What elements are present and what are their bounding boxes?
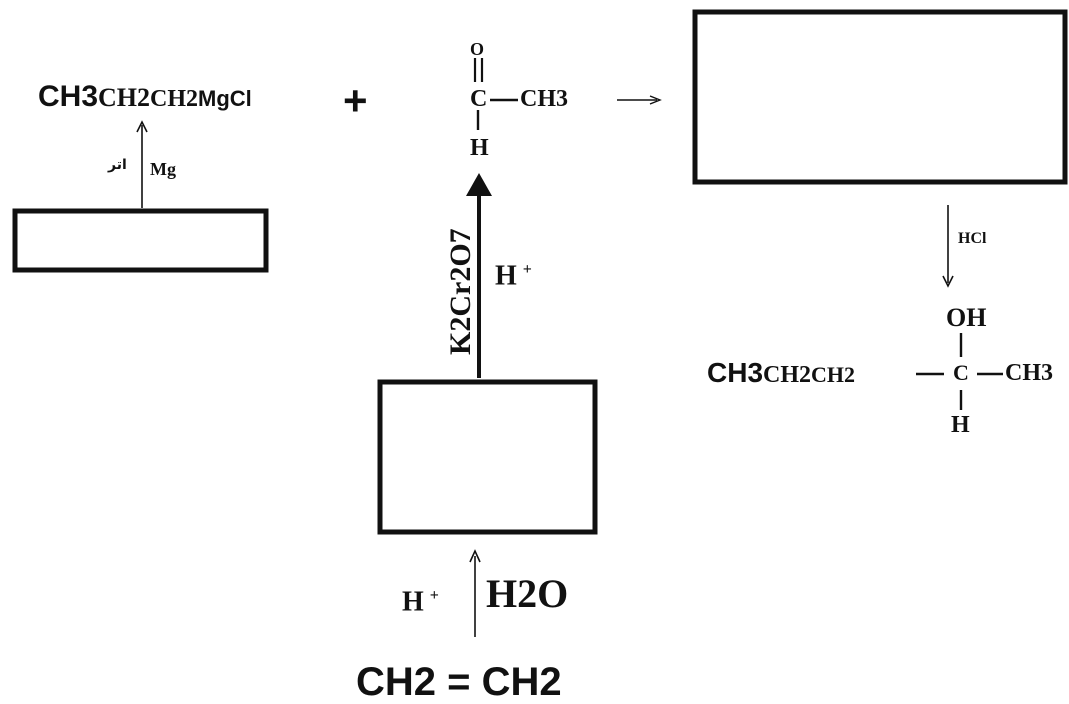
reagent-acid-oxidation-charge: + (522, 261, 532, 278)
reagent-water: H2O (486, 571, 569, 616)
reagent-ether: اتر (108, 156, 127, 172)
arrow-to-grignard-head (136, 120, 148, 133)
reagent-magnesium: Mg (150, 159, 176, 179)
arrow-to-ethanol-head (469, 549, 481, 563)
reagent-dichromate: K2Cr2O7 (444, 228, 477, 355)
grignard-part-a: CH3 (38, 80, 99, 113)
reagent-acid-hydration: H+ (402, 588, 439, 616)
reagent-acid-hydration-charge: + (429, 587, 439, 604)
product-hydroxyl: OH (946, 303, 987, 332)
product-part-c: CH2 (811, 362, 856, 387)
reagent-acid-oxidation-symbol: H (495, 260, 517, 292)
acetaldehyde-carbon: C (470, 86, 488, 112)
arrow-to-acetaldehyde-head (466, 173, 492, 196)
acetaldehyde-methyl: CH3 (520, 86, 568, 112)
starting-ethene: CH2 = CH2 (356, 660, 562, 704)
product-chain: CH3CH2CH2 (707, 357, 856, 388)
grignard-part-b: CH2 (98, 83, 151, 112)
reagent-acid-oxidation: H+ (495, 262, 532, 290)
product-part-a: CH3 (707, 357, 764, 388)
grignard-part-c: CH2 (150, 86, 199, 112)
plus-sign: + (343, 77, 368, 124)
product-part-b: CH2 (763, 362, 812, 388)
arrow-to-addition-product-head (649, 95, 662, 105)
reagent-hcl: HCl (958, 230, 987, 247)
product-carbon: C (953, 360, 969, 385)
blank-box-addition-product[interactable] (692, 9, 1068, 185)
product-hydrogen: H (951, 412, 970, 438)
blank-box-alcohol-intermediate[interactable] (377, 379, 598, 535)
reagent-acid-hydration-symbol: H (402, 586, 424, 618)
acetaldehyde-oxygen: O (470, 39, 485, 59)
acetaldehyde-hydrogen: H (470, 135, 489, 161)
arrow-to-final-product-head (942, 275, 954, 288)
grignard-formula: CH3CH2CH2MgCl (38, 82, 252, 112)
grignard-part-d: MgCl (198, 86, 252, 111)
product-methyl: CH3 (1005, 360, 1053, 386)
blank-box-alkyl-halide[interactable] (12, 208, 269, 273)
